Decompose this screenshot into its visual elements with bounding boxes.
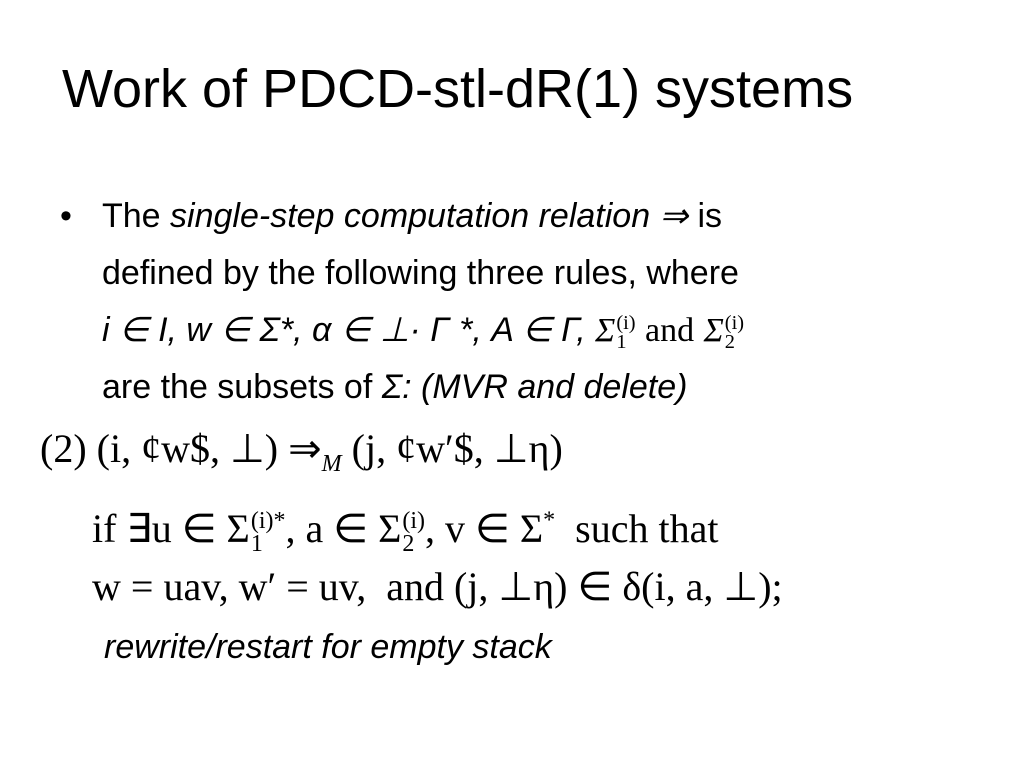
transition-relation: (j, ⊥η) ∈ δ(i, a, ⊥); — [453, 564, 783, 609]
defined-term: single-step computation relation ⇒ — [170, 197, 689, 235]
rule-condition-1: if ∃u ∈ Σ(i)*1, a ∈ Σ(i)2, v ∈ Σ* such t… — [92, 505, 718, 556]
bullet-line-2: defined by the following three rules, wh… — [102, 254, 739, 292]
bullet-dot: • — [60, 197, 72, 235]
bullet-line-1: The single-step computation relation ⇒ i… — [102, 188, 1000, 245]
word-equations: w = uav, w′ = uv, — [92, 564, 367, 609]
rule-arrow: ⇒M — [288, 426, 342, 477]
rule-note: rewrite/restart for empty stack — [104, 628, 552, 666]
sigma-1-scripts: (i)*1 — [250, 508, 286, 557]
bullet-line-1-prefix: The — [102, 197, 171, 235]
rule-lhs: (i, ¢w$, ⊥) — [96, 426, 279, 471]
rule-label: (2) — [40, 426, 87, 471]
such-that: such that — [575, 506, 719, 551]
bullet-item: • The single-step computation relation ⇒… — [60, 188, 1000, 416]
bullet-text: The single-step computation relation ⇒ i… — [102, 188, 1000, 416]
bullet-line-3: i ∈ I, w ∈ Σ*, α ∈ ⊥· Γ *, A ∈ Γ, Σ(i)1 … — [102, 302, 1000, 359]
sigma-2-symbol: Σ(i)2 — [703, 311, 745, 354]
bullet-line-1-suffix: is — [688, 197, 723, 235]
bullet-line-4-prefix: are the subsets of — [102, 368, 382, 406]
sigma-2-scripts: (i)2 — [402, 508, 426, 557]
subset-note: Σ: (MVR and delete) — [381, 368, 688, 406]
v-in-sigma: , v ∈ Σ — [425, 506, 544, 551]
variable-declarations: i ∈ I, w ∈ Σ*, α ∈ ⊥· Γ *, A ∈ Γ, — [102, 311, 586, 349]
if-word: if — [92, 506, 117, 551]
rule-rhs: (j, ¢w′$, ⊥η) — [351, 426, 563, 471]
exists-u: ∃u ∈ Σ — [126, 506, 250, 551]
and-word-2: and — [386, 564, 444, 609]
rule-condition-2: w = uav, w′ = uv, and (j, ⊥η) ∈ δ(i, a, … — [92, 563, 783, 610]
a-in-sigma: , a ∈ Σ — [285, 506, 402, 551]
slide-title: Work of PDCD-stl-dR(1) systems — [62, 59, 854, 119]
kleene-star: * — [543, 507, 556, 534]
rule-formula: (2) (i, ¢w$, ⊥) ⇒M (j, ¢w′$, ⊥η) — [40, 425, 563, 478]
sigma-1-symbol: Σ(i)1 — [595, 311, 636, 354]
and-word: and — [645, 312, 695, 349]
bullet-line-4: are the subsets of Σ: (MVR and delete) — [102, 359, 1000, 416]
